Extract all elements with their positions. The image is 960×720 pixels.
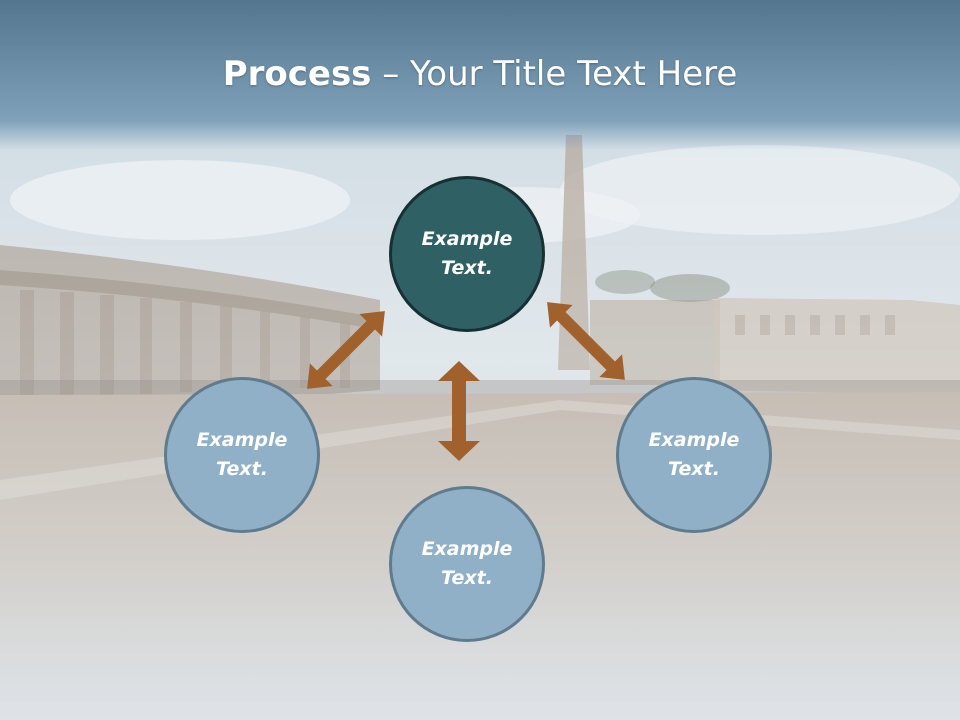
bottom-node: Example Text. [389, 486, 545, 642]
arrow-center-to-bottom [438, 361, 480, 461]
center-node-label: Example Text. [421, 228, 513, 279]
title-bar [0, 0, 960, 150]
arrow-center-to-right [547, 302, 625, 380]
center-node: Example Text. [389, 176, 545, 332]
right-node: Example Text. [616, 377, 772, 533]
arrow-center-to-left [307, 311, 385, 389]
title-bold-part: Process [222, 54, 372, 94]
title-rest-part: – Your Title Text Here [371, 54, 738, 94]
left-node: Example Text. [164, 377, 320, 533]
bottom-node-label: Example Text. [421, 538, 513, 589]
left-node-label: Example Text. [196, 429, 288, 480]
right-node-label: Example Text. [648, 429, 740, 480]
slide-title: Process – Your Title Text Here [0, 52, 960, 96]
